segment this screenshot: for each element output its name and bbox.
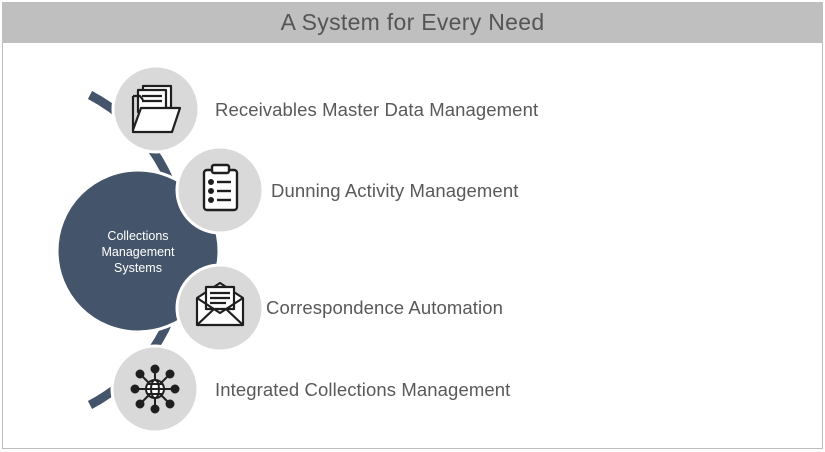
- node-correspondence: [175, 263, 265, 353]
- hub-circle: [55, 168, 221, 334]
- label-receivables: Receivables Master Data Management: [215, 99, 539, 120]
- label-correspondence: Correspondence Automation: [266, 297, 503, 318]
- title-bar: A System for Every Need: [2, 2, 823, 43]
- node-integrated: [110, 344, 200, 434]
- content-frame: [2, 43, 823, 449]
- folder-documents-icon: [131, 84, 182, 134]
- hub-label-line-1: Collections: [107, 229, 169, 243]
- node-receivables: [111, 64, 201, 154]
- hub-label: Collections Management Systems: [70, 228, 206, 276]
- clipboard-checklist-icon: [202, 163, 239, 212]
- page-title: A System for Every Need: [280, 9, 545, 35]
- globe-network-icon: [130, 364, 180, 414]
- label-dunning: Dunning Activity Management: [271, 180, 519, 201]
- node-dunning: [175, 145, 265, 235]
- envelope-letter-icon: [195, 281, 245, 327]
- hub-label-line-3: Systems: [114, 261, 162, 275]
- hub-label-line-2: Management: [101, 245, 175, 259]
- label-integrated: Integrated Collections Management: [215, 379, 511, 400]
